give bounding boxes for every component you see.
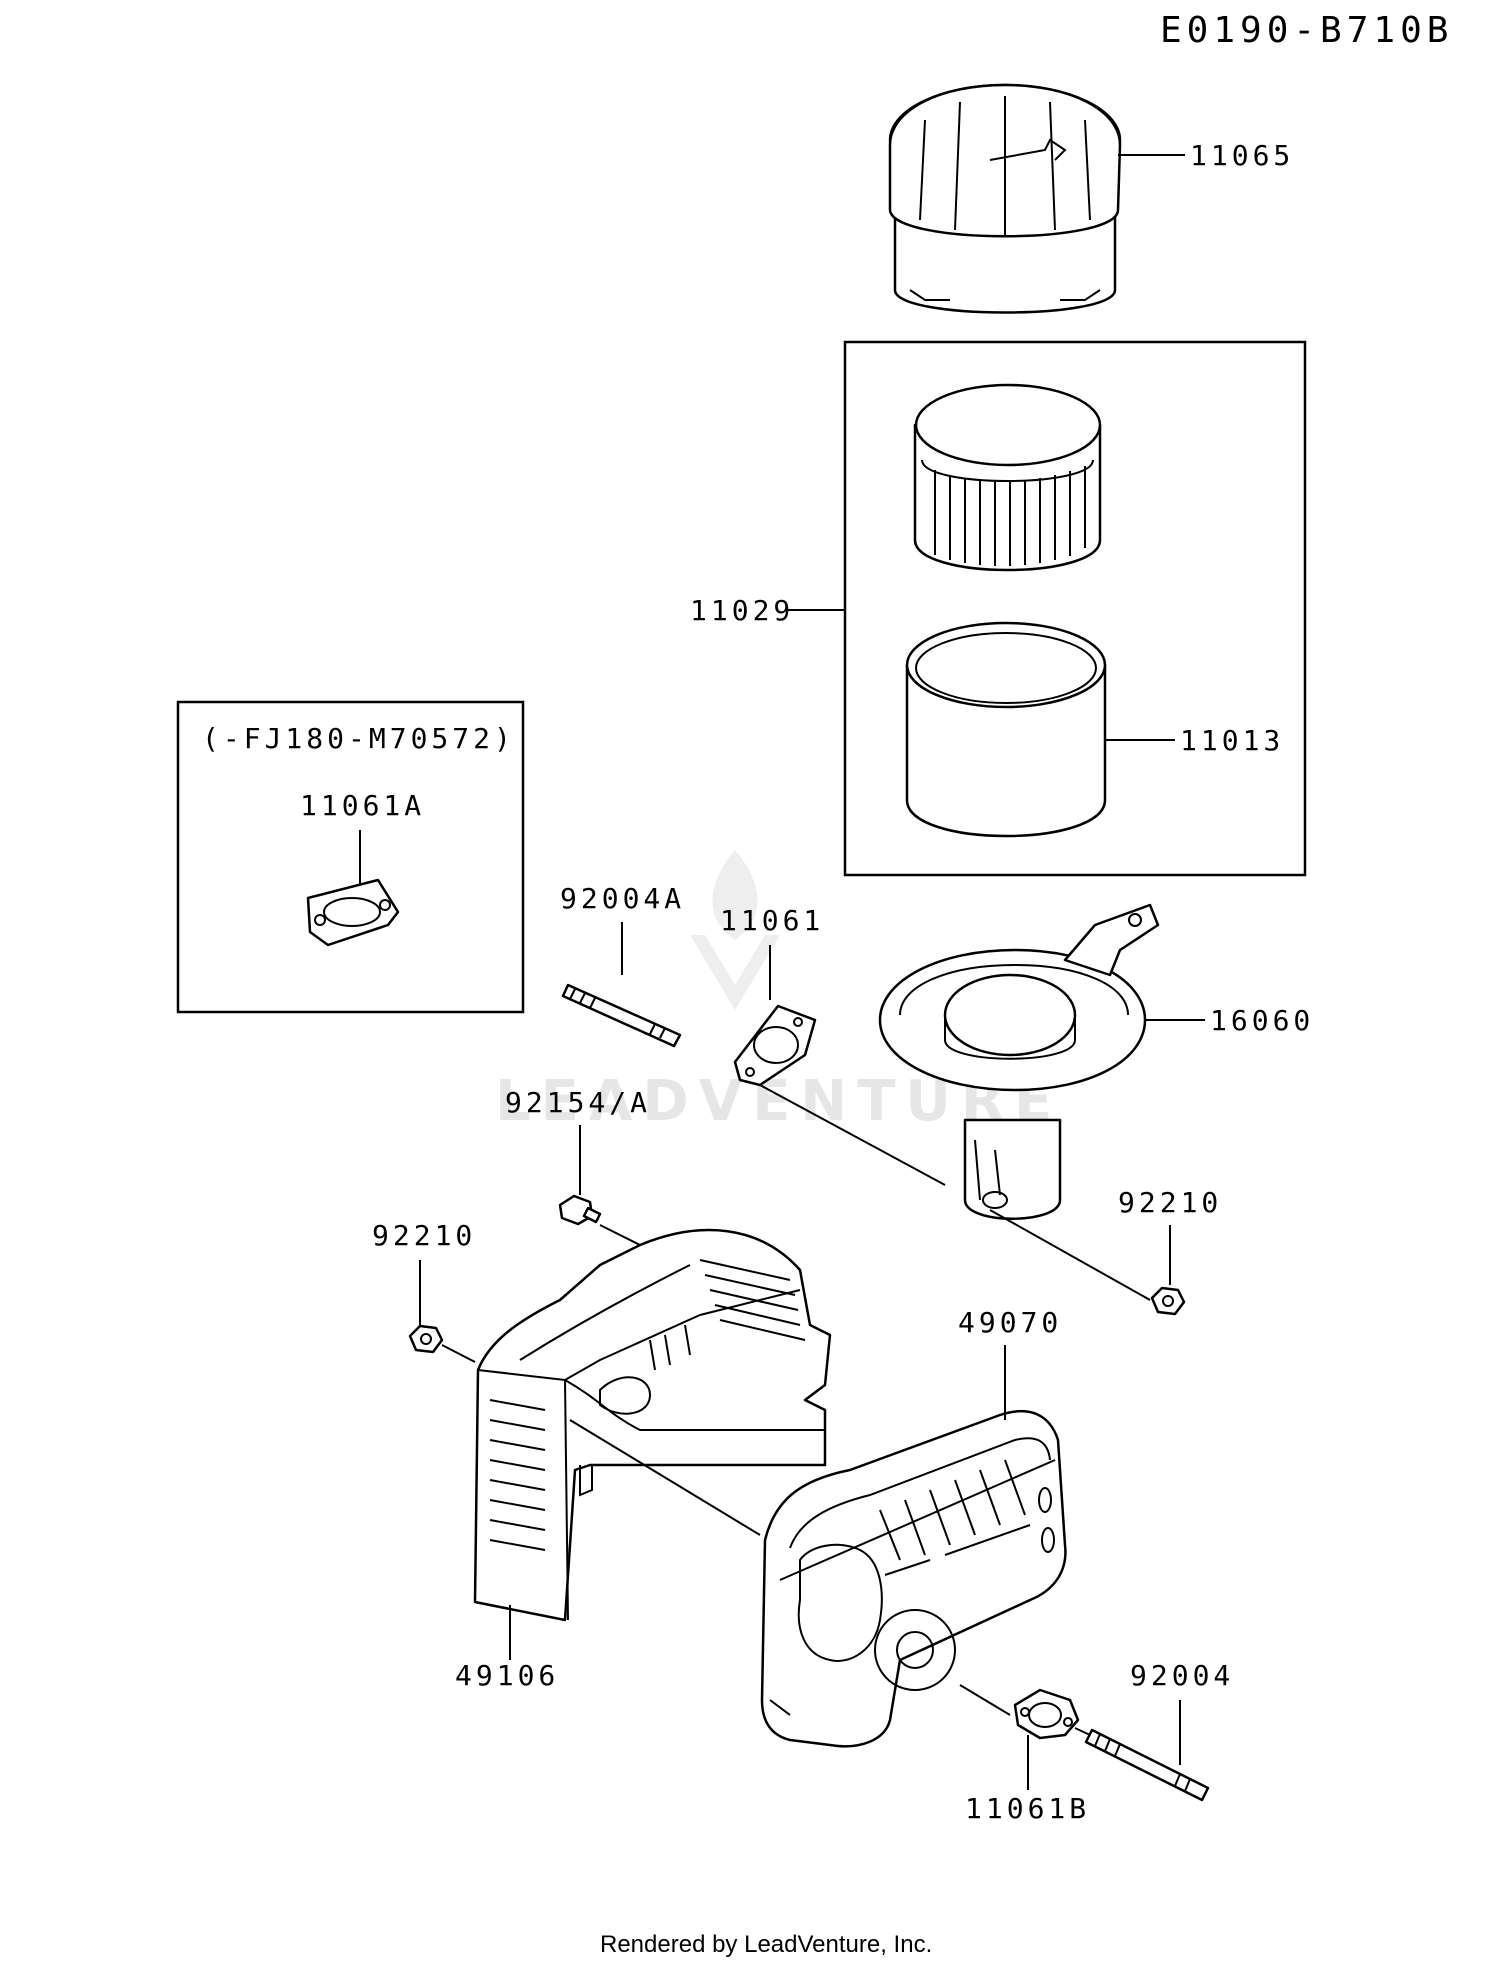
label-11065: 11065 [1190, 139, 1294, 172]
leader-gasket-to-base [759, 1084, 946, 1186]
stud-bolt-92004A[interactable] [561, 983, 682, 1048]
label-49070: 49070 [958, 1306, 1062, 1339]
leader-base-to-nut [989, 1209, 1151, 1301]
leader-cover-to-muffler [569, 1419, 761, 1536]
gasket-11061A[interactable] [306, 878, 400, 947]
inset-note: (-FJ180-M70572) [202, 722, 515, 755]
nut-92210-left[interactable] [408, 1324, 444, 1354]
gasket-11061[interactable] [733, 1004, 817, 1087]
leader-nut-to-shroud [441, 1344, 476, 1363]
inset-box [176, 700, 525, 1014]
leader-muffler-to-gasket [959, 1684, 1011, 1716]
air-cleaner-base-16060[interactable] [878, 903, 1160, 1220]
bolt-92154A[interactable] [558, 1194, 602, 1226]
diagram-ref: E0190-B710B [1160, 10, 1453, 51]
gasket-11061B[interactable] [1013, 1688, 1080, 1740]
label-11061A: 11061A [300, 789, 425, 822]
air-cleaner-cover-11065[interactable] [888, 83, 1122, 314]
nut-92210-right[interactable] [1150, 1286, 1186, 1316]
label-92004A: 92004A [560, 882, 685, 915]
label-11013: 11013 [1180, 724, 1284, 757]
label-11029: 11029 [690, 594, 794, 627]
muffler-49070[interactable] [760, 1409, 1067, 1748]
label-92004: 92004 [1130, 1659, 1234, 1692]
paper-filter-element[interactable] [913, 383, 1102, 572]
stud-bolt-92004[interactable] [1084, 1728, 1210, 1802]
element-assembly-box [843, 340, 1307, 877]
leader-bolt-to-shroud [599, 1224, 641, 1246]
pre-cleaner-11013[interactable] [905, 621, 1107, 838]
label-11061: 11061 [720, 904, 824, 937]
label-92154A: 92154/A [505, 1086, 651, 1119]
leader-gasket-to-stud [1074, 1727, 1091, 1736]
footer-credit: Rendered by LeadVenture, Inc. [600, 1931, 932, 1958]
muffler-cover-49106[interactable] [473, 1228, 832, 1622]
label-16060: 16060 [1210, 1004, 1314, 1037]
label-92210-right: 92210 [1118, 1186, 1222, 1219]
label-11061B: 11061B [965, 1792, 1090, 1825]
label-92210-left: 92210 [372, 1219, 476, 1252]
label-49106: 49106 [455, 1659, 559, 1692]
